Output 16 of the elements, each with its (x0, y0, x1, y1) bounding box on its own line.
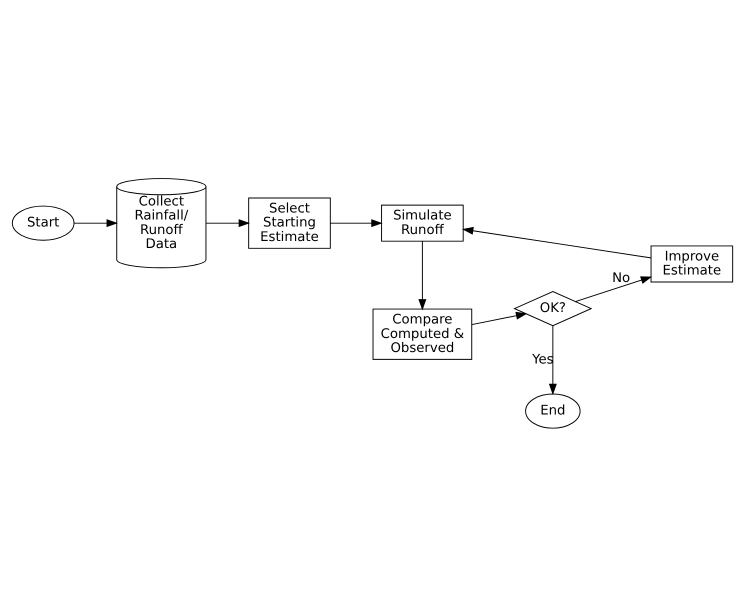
arrow (206, 218, 250, 227)
arrow (575, 276, 652, 302)
arrow (330, 218, 383, 227)
arrow (462, 226, 652, 258)
edge-label: No (612, 270, 630, 286)
arrow (548, 324, 557, 395)
arrow (471, 311, 528, 325)
edge-label: Yes (532, 352, 554, 367)
arrow (74, 218, 118, 227)
node-box: Compare Computed & Observed (372, 308, 472, 360)
node-box: Simulate Runoff (381, 204, 464, 242)
arrow (418, 240, 426, 310)
node-ellipse: Start (12, 205, 74, 240)
node-box: Improve Estimate (650, 244, 734, 282)
node-ellipse: End (525, 393, 581, 428)
node-box: Select Starting Estimate (248, 197, 331, 248)
